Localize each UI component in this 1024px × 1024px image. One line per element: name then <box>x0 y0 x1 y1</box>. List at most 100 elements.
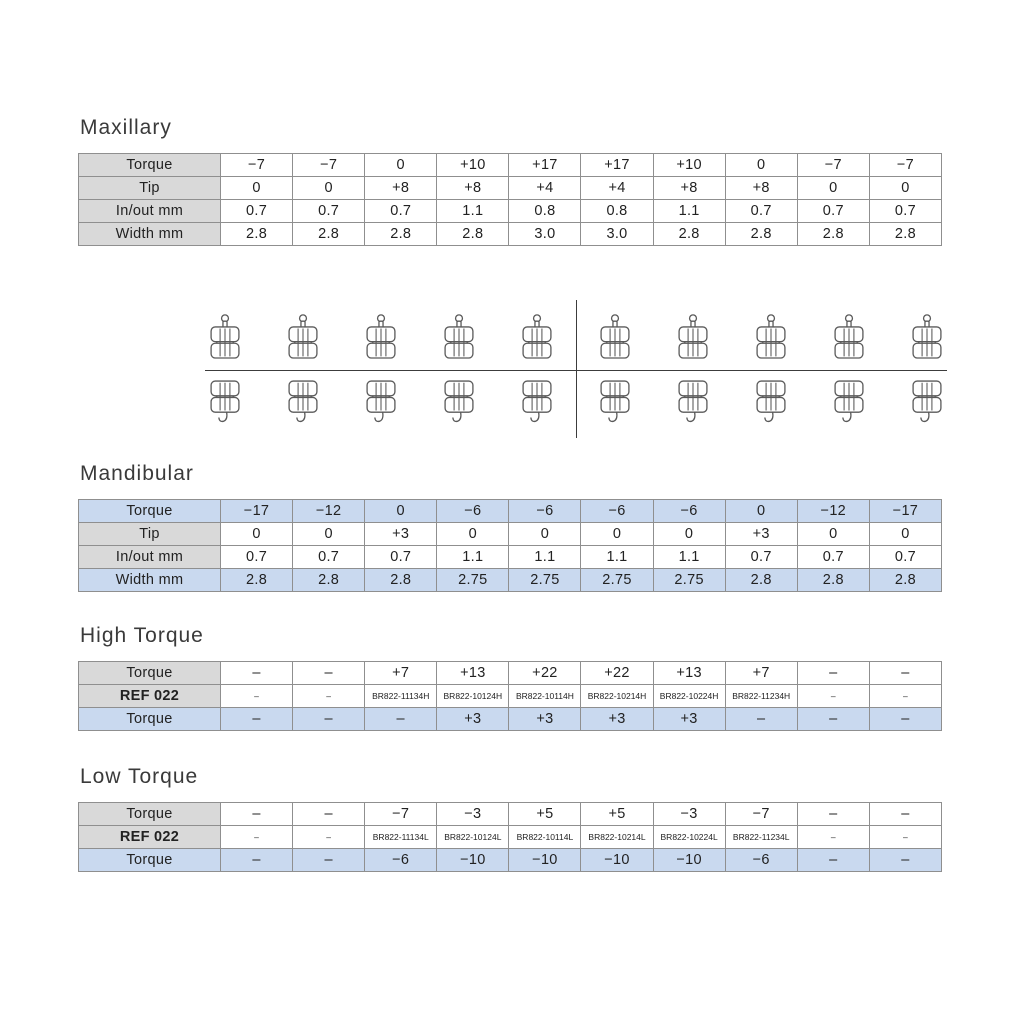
value-cell: – <box>796 848 870 872</box>
lower-bracket-row <box>205 371 947 440</box>
maxillary-title: Maxillary <box>80 116 172 139</box>
value-cell: −7 <box>292 153 366 177</box>
value-cell: 1.1 <box>652 199 726 223</box>
value-cell: 0 <box>364 499 438 523</box>
upper-bracket-icon <box>519 310 555 370</box>
value-cell: BR822-10214L <box>580 825 654 849</box>
lower-bracket-icon <box>285 374 321 434</box>
value-cell: BR822-11134L <box>364 825 438 849</box>
value-cell: BR822-10214H <box>580 684 654 708</box>
value-cell: 2.75 <box>580 568 654 592</box>
value-cell: 0 <box>364 153 438 177</box>
high-torque-title: High Torque <box>80 624 204 647</box>
value-cell: – <box>292 707 366 731</box>
row-label: REF 022 <box>78 684 221 708</box>
table-row: Torque–––+3+3+3+3––– <box>78 707 943 731</box>
lower-bracket-icon <box>753 374 789 434</box>
value-cell: +4 <box>508 176 582 200</box>
value-cell: 2.8 <box>219 568 294 592</box>
value-cell: 0.8 <box>580 199 654 223</box>
value-cell: −10 <box>436 848 510 872</box>
bracket-diagram <box>205 300 947 440</box>
midline-divider <box>576 300 577 438</box>
value-cell: 0.7 <box>364 545 438 569</box>
value-cell: −10 <box>580 848 654 872</box>
row-label: In/out mm <box>78 199 221 223</box>
value-cell: 2.8 <box>292 222 366 246</box>
value-cell: 0.8 <box>508 199 582 223</box>
value-cell: 2.8 <box>652 222 726 246</box>
value-cell: BR822-11234H <box>724 684 798 708</box>
value-cell: 0.7 <box>868 545 943 569</box>
lower-bracket-icon <box>519 374 555 434</box>
value-cell: – <box>796 661 870 685</box>
row-label: Width mm <box>78 568 221 592</box>
value-cell: −10 <box>508 848 582 872</box>
value-cell: 2.8 <box>364 222 438 246</box>
value-cell: 0 <box>219 176 294 200</box>
value-cell: −6 <box>436 499 510 523</box>
value-cell: 2.8 <box>219 222 294 246</box>
value-cell: +7 <box>364 661 438 685</box>
value-cell: – <box>868 661 943 685</box>
value-cell: +13 <box>652 661 726 685</box>
value-cell: −6 <box>508 499 582 523</box>
value-cell: 2.75 <box>652 568 726 592</box>
value-cell: BR822-10224L <box>652 825 726 849</box>
value-cell: +22 <box>580 661 654 685</box>
value-cell: +3 <box>580 707 654 731</box>
value-cell: +4 <box>580 176 654 200</box>
value-cell: 3.0 <box>508 222 582 246</box>
value-cell: +8 <box>724 176 798 200</box>
value-cell: +10 <box>652 153 726 177</box>
value-cell: 0.7 <box>724 199 798 223</box>
value-cell: 2.75 <box>436 568 510 592</box>
value-cell: 0.7 <box>364 199 438 223</box>
value-cell: BR822-10224H <box>652 684 726 708</box>
value-cell: BR822-10124H <box>436 684 510 708</box>
lower-bracket-icon <box>909 374 945 434</box>
value-cell: – <box>364 707 438 731</box>
value-cell: – <box>796 684 870 708</box>
value-cell: +17 <box>580 153 654 177</box>
value-cell: −3 <box>436 802 510 826</box>
value-cell: −3 <box>652 802 726 826</box>
value-cell: −7 <box>796 153 870 177</box>
low-torque-table: Torque––−7−3+5+5−3−7––REF 022––BR822-111… <box>78 802 943 872</box>
value-cell: 2.75 <box>508 568 582 592</box>
value-cell: – <box>796 707 870 731</box>
row-label: Torque <box>78 661 221 685</box>
table-row: Torque––−7−3+5+5−3−7–– <box>78 802 943 826</box>
table-row: Torque––−6−10−10−10−10−6–– <box>78 848 943 872</box>
value-cell: BR822-11134H <box>364 684 438 708</box>
upper-bracket-icon <box>753 310 789 370</box>
value-cell: 0 <box>868 176 943 200</box>
value-cell: 2.8 <box>868 568 943 592</box>
value-cell: +3 <box>508 707 582 731</box>
value-cell: +10 <box>436 153 510 177</box>
value-cell: 1.1 <box>580 545 654 569</box>
value-cell: +13 <box>436 661 510 685</box>
value-cell: 0 <box>796 522 870 546</box>
value-cell: – <box>219 825 294 849</box>
value-cell: −7 <box>724 802 798 826</box>
value-cell: BR822-10114L <box>508 825 582 849</box>
value-cell: −17 <box>219 499 294 523</box>
value-cell: – <box>868 825 943 849</box>
value-cell: 2.8 <box>292 568 366 592</box>
lower-bracket-icon <box>831 374 867 434</box>
value-cell: – <box>219 707 294 731</box>
value-cell: 0.7 <box>292 545 366 569</box>
value-cell: BR822-11234L <box>724 825 798 849</box>
value-cell: 2.8 <box>724 222 798 246</box>
